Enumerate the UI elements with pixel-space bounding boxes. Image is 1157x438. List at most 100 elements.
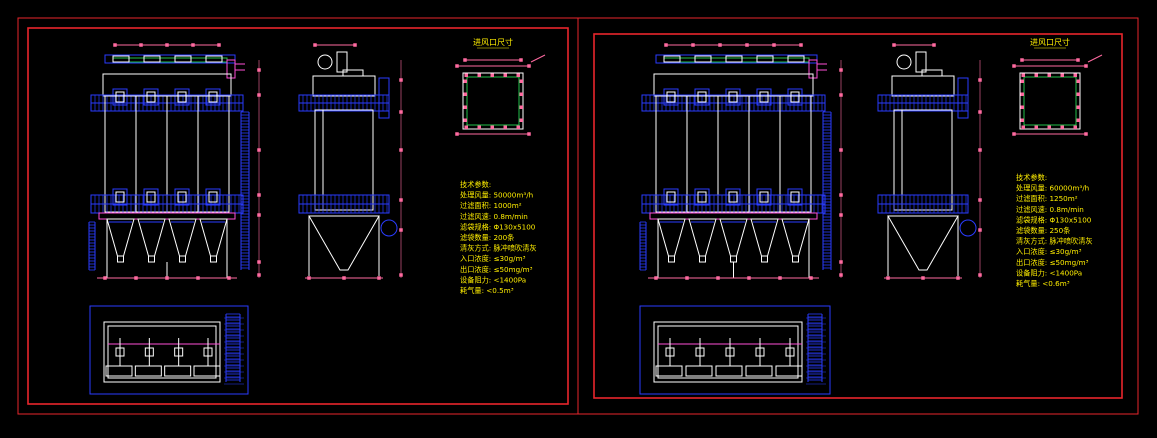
hopper bbox=[781, 218, 810, 257]
plan-hopper-outlet bbox=[685, 365, 713, 377]
hopper bbox=[168, 218, 197, 257]
valve-box bbox=[143, 55, 161, 63]
spec-line: 入口浓度: ≤30g/m³ bbox=[1016, 247, 1082, 256]
hopper-outlet bbox=[730, 255, 737, 263]
ladder bbox=[88, 221, 96, 271]
flange-title: 进风口尺寸 bbox=[1030, 37, 1070, 47]
spec-line: 滤袋规格: Φ130x5100 bbox=[460, 222, 536, 231]
fan-housing bbox=[317, 54, 333, 70]
hopper-outlet bbox=[148, 255, 155, 263]
plan-body bbox=[103, 321, 221, 383]
platform-railing bbox=[641, 94, 826, 112]
access-door-upper bbox=[694, 88, 710, 106]
plan-body bbox=[653, 321, 803, 383]
spec-line: 入口浓度: ≤30g/m³ bbox=[460, 254, 526, 263]
access-door-upper bbox=[205, 88, 221, 106]
valve-box bbox=[787, 55, 805, 63]
spec-line: 处理风量: 60000m³/h bbox=[1016, 184, 1089, 193]
access-door-upper bbox=[787, 88, 803, 106]
inlet-pipe bbox=[959, 219, 977, 237]
spec-line: 出口浓度: ≤50mg/m³ bbox=[1016, 258, 1089, 267]
front-elevation bbox=[639, 43, 843, 280]
plan-hopper-outlet bbox=[775, 365, 803, 377]
plan-outline bbox=[639, 305, 831, 395]
plan-hopper-outlet bbox=[134, 365, 162, 377]
spec-line: 设备阻力: <1400Pa bbox=[1016, 268, 1082, 277]
plan-valve bbox=[144, 347, 154, 357]
plan-view bbox=[639, 305, 831, 395]
sheet-inner-border bbox=[593, 33, 1123, 399]
roof-section bbox=[102, 73, 232, 97]
spec-line: 过滤面积: 1250m² bbox=[1016, 194, 1078, 203]
spec-line: 耗气量: <0.5m³ bbox=[460, 286, 514, 295]
hopper bbox=[719, 218, 748, 257]
spec-line: 滤袋数量: 200条 bbox=[460, 233, 514, 242]
flange-outer bbox=[462, 72, 524, 130]
plan-hopper-outlet bbox=[193, 365, 221, 377]
plan-valve bbox=[785, 347, 795, 357]
platform-railing bbox=[298, 94, 390, 112]
access-door-upper bbox=[143, 88, 159, 106]
side-elevation bbox=[877, 43, 982, 280]
inlet-manifold bbox=[649, 212, 818, 220]
plan-valve bbox=[115, 347, 125, 357]
access-door-lower bbox=[205, 188, 221, 206]
spec-line: 技术参数: bbox=[460, 180, 491, 189]
hopper-outlet bbox=[699, 255, 706, 263]
spec-line: 清灰方式: 脉冲喷吹清灰 bbox=[1016, 237, 1093, 246]
platform-railing bbox=[90, 194, 244, 214]
platform-railing bbox=[877, 94, 969, 112]
spec-line: 过滤风速: 0.8m/min bbox=[1016, 205, 1084, 214]
spec-line: 滤袋规格: Φ130x5100 bbox=[1016, 215, 1092, 224]
side-ladder-cage bbox=[378, 77, 390, 119]
inlet-flange-detail: 进风口尺寸 bbox=[455, 37, 546, 136]
hopper-outlet bbox=[668, 255, 675, 263]
access-door-upper bbox=[663, 88, 679, 106]
plan-valve bbox=[665, 347, 675, 357]
ladder bbox=[240, 111, 250, 270]
plan-valve bbox=[725, 347, 735, 357]
inlet-pipe bbox=[380, 219, 398, 237]
hopper bbox=[750, 218, 779, 257]
flange-inner bbox=[466, 76, 520, 126]
access-door-upper bbox=[112, 88, 128, 106]
spec-line: 技术参数: bbox=[1016, 173, 1047, 182]
access-door-lower bbox=[725, 188, 741, 206]
platform-railing bbox=[641, 194, 826, 214]
front-elevation bbox=[88, 43, 261, 280]
plan-valve bbox=[203, 347, 213, 357]
filter-body-side bbox=[893, 109, 953, 211]
top-manifold bbox=[655, 54, 818, 64]
spec-line: 过滤面积: 1000m² bbox=[460, 201, 522, 210]
valve-box bbox=[694, 55, 712, 63]
plan-hopper-outlet bbox=[105, 365, 133, 377]
plan-valve bbox=[695, 347, 705, 357]
spec-line: 滤袋数量: 250条 bbox=[1016, 226, 1070, 235]
hopper-outlet bbox=[179, 255, 186, 263]
hopper-side bbox=[308, 215, 380, 271]
side-elevation bbox=[298, 43, 403, 280]
hopper bbox=[106, 218, 135, 257]
roof-section bbox=[312, 75, 376, 97]
flange-title: 进风口尺寸 bbox=[473, 37, 513, 47]
side-ladder-cage bbox=[957, 77, 969, 119]
hopper bbox=[688, 218, 717, 257]
access-door-lower bbox=[112, 188, 128, 206]
hopper-outlet bbox=[210, 255, 217, 263]
plan-hopper-outlet bbox=[745, 365, 773, 377]
top-manifold bbox=[104, 54, 236, 64]
ladder bbox=[639, 221, 647, 271]
access-door-upper bbox=[174, 88, 190, 106]
flange-inner bbox=[1023, 76, 1077, 126]
access-door-lower bbox=[663, 188, 679, 206]
valve-box bbox=[112, 55, 130, 63]
filter-body-side bbox=[314, 109, 374, 211]
valve-box bbox=[756, 55, 774, 63]
roof-section bbox=[891, 75, 955, 97]
platform-railing bbox=[877, 194, 969, 214]
valve-box bbox=[663, 55, 681, 63]
sheet-inner-border bbox=[27, 27, 569, 405]
